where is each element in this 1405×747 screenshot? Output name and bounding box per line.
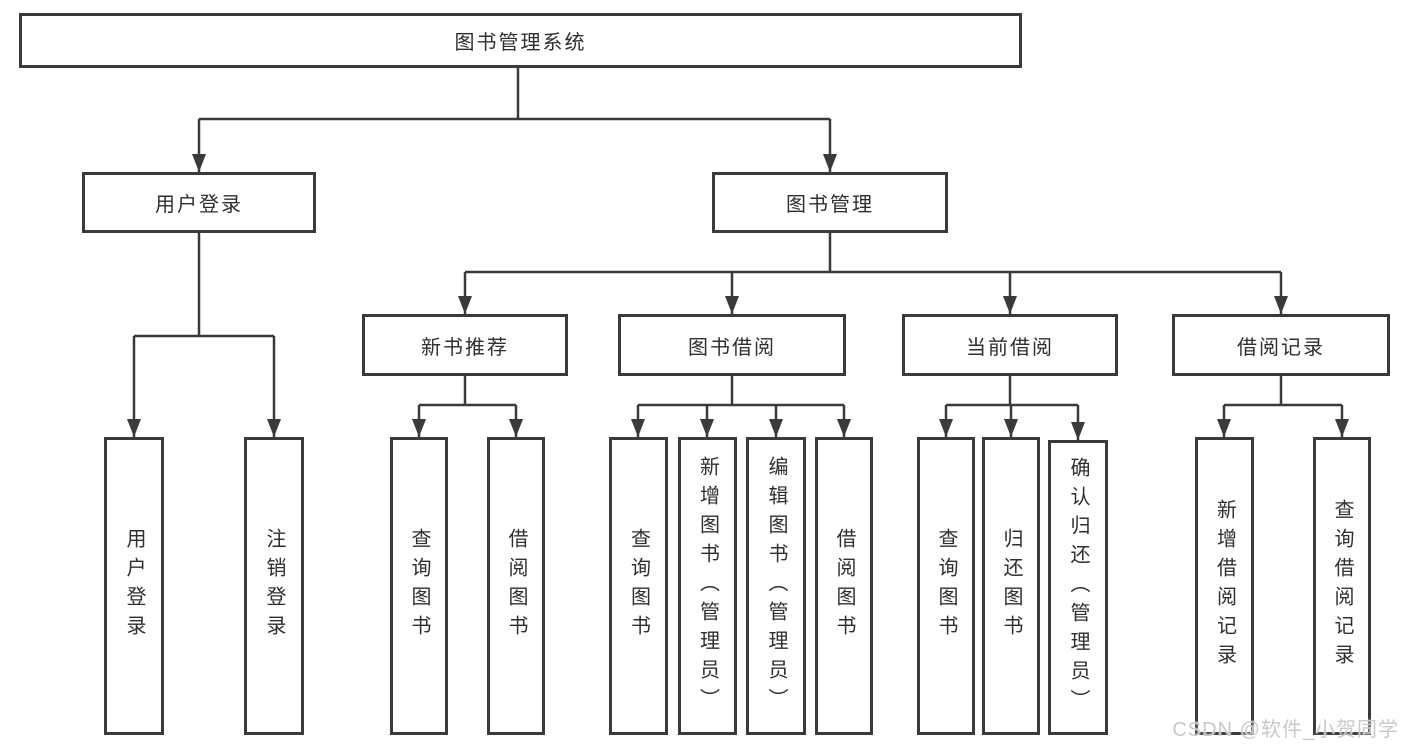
node-new-book-recommend: 新书推荐	[362, 314, 568, 376]
leaf-borrow-books-recommend: 借阅图书	[487, 437, 545, 735]
leaf-confirm-return-admin: 确认归还（管理员）	[1048, 440, 1108, 735]
leaf-add-books-admin: 新增图书（管理员）	[678, 437, 737, 735]
leaf-edit-books-admin: 编辑图书（管理员）	[746, 437, 806, 735]
connector-current-borrowing-leaves	[946, 376, 1078, 407]
node-current-borrowing: 当前借阅	[902, 314, 1118, 376]
node-borrowing-records: 借阅记录	[1172, 314, 1390, 376]
node-book-borrowing: 图书借阅	[618, 314, 846, 376]
leaf-query-books-borrowing: 查询图书	[609, 437, 668, 735]
node-book-management: 图书管理	[712, 172, 948, 233]
watermark: CSDN @软件_小贺同学	[1172, 719, 1399, 741]
connector-borrowing-records-leaves	[1224, 376, 1342, 407]
leaf-query-borrow-record: 查询借阅记录	[1313, 437, 1371, 735]
connector-book-management-level3	[465, 233, 1281, 274]
leaf-user-login: 用户登录	[104, 437, 164, 735]
leaf-query-books-current: 查询图书	[917, 437, 975, 735]
leaf-logout: 注销登录	[244, 437, 304, 735]
connector-book-borrowing-leaves	[638, 376, 844, 407]
leaf-add-borrow-record: 新增借阅记录	[1195, 437, 1254, 735]
node-user-login: 用户登录	[82, 172, 316, 233]
connector-new-book-leaves	[419, 376, 516, 407]
leaf-return-books: 归还图书	[982, 437, 1040, 735]
leaf-borrow-books: 借阅图书	[815, 437, 873, 735]
leaf-query-books-recommend: 查询图书	[390, 437, 448, 735]
connector-root-to-level2	[199, 68, 830, 121]
connector-user-login-leaves	[134, 233, 274, 338]
node-library-system: 图书管理系统	[19, 13, 1022, 68]
